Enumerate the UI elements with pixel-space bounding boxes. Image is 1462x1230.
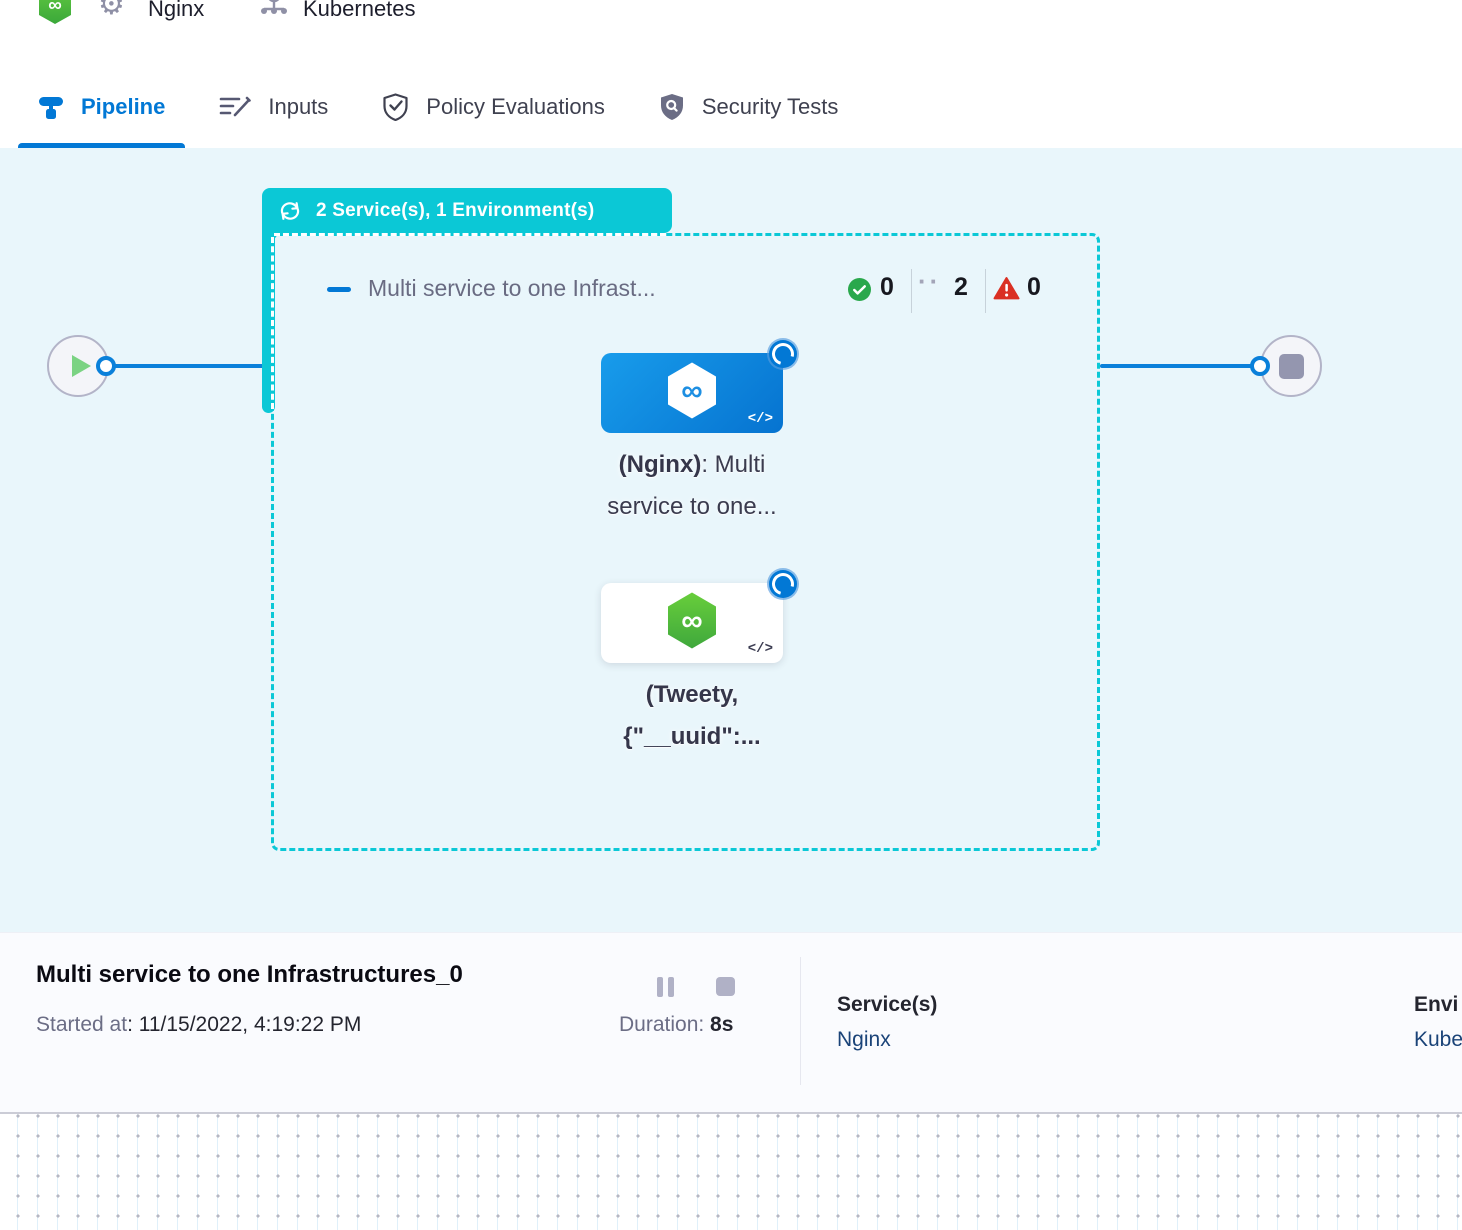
code-icon: </> [747,411,773,427]
abort-button[interactable] [716,977,735,996]
environment-chip-label: Kubernetes [303,0,416,21]
tab-inputs[interactable]: Inputs [199,66,348,148]
service-chip-label: Nginx [148,0,205,21]
gear-icon: ⚙ [98,0,125,21]
running-count-icon: ·· [918,266,942,296]
stage-group-title[interactable]: Multi service to one Infrast... [368,275,656,301]
tab-label: Pipeline [81,94,166,119]
running-spinner-badge [769,570,797,598]
success-count-icon [848,278,871,301]
infinity-glyph: ∞ [48,0,62,16]
end-connector-dot [1250,356,1270,376]
harness-service-icon: ∞ [668,362,716,419]
failed-count-icon [993,277,1020,300]
footer-divider [800,957,801,1085]
tab-label: Security Tests [701,94,839,119]
pause-button[interactable] [668,977,674,997]
stop-icon [1279,354,1304,379]
tab-security-tests[interactable]: Security Tests [639,66,859,148]
tab-pipeline[interactable]: Pipeline [18,66,186,148]
duration-text: Duration: 8s [619,1013,734,1036]
pipeline-end-node [1260,335,1322,397]
execution-title: Multi service to one Infrastructures_0 [36,961,463,988]
inputs-icon [220,96,252,117]
group-border-overlay [274,233,666,236]
services-environments-badge-label: 2 Service(s), 1 Environment(s) [316,199,595,221]
harness-logo-icon: ∞ [39,0,71,24]
tab-bar: Pipeline Inputs Policy Evaluations Secur… [0,66,1462,148]
service-link[interactable]: Nginx [837,1028,891,1051]
infinity-glyph: ∞ [681,375,702,408]
group-border-overlay [271,237,274,409]
running-spinner-badge [769,340,797,368]
execution-summary-bar: Multi service to one Infrastructures_0 S… [0,932,1462,1113]
edge-group-to-end [1100,364,1258,368]
log-canvas-grid [0,1112,1462,1230]
environment-link[interactable]: Kube [1414,1028,1462,1051]
multi-service-stage-group: Multi service to one Infrast... 0 ·· 2 0… [271,233,1100,851]
code-icon: </> [747,641,773,657]
tab-policy-evaluations[interactable]: Policy Evaluations [362,66,625,148]
start-connector-dot [96,356,116,376]
started-at-text: Started at: 11/15/2022, 4:19:22 PM [36,1013,362,1036]
stage-node-tweety-label: (Tweety, {"__uuid":... [623,681,761,750]
security-tests-icon [660,94,683,120]
pipeline-icon [39,97,63,119]
pause-button[interactable] [657,977,663,997]
infinity-glyph: ∞ [681,605,702,638]
environments-column-label: Envi [1414,993,1459,1016]
policy-evaluations-icon [383,93,408,121]
failed-count: 0 [1027,273,1041,301]
success-count: 0 [880,273,894,301]
tab-label: Policy Evaluations [426,94,605,119]
loop-icon [280,201,300,220]
count-divider [911,269,912,313]
running-count: 2 [954,273,968,301]
pipeline-canvas: 2 Service(s), 1 Environment(s) Multi ser… [0,148,1462,932]
kubernetes-icon [261,0,287,14]
stage-node-nginx[interactable]: ∞ </> [601,340,797,433]
edge-start-to-group [106,364,264,368]
collapse-stage-button[interactable] [327,287,351,292]
stage-node-tweety[interactable]: ∞ </> [601,570,797,663]
count-divider [985,269,986,313]
breadcrumb-bar: ∞ ⚙ Nginx Kubernetes [0,0,1462,67]
services-column-label: Service(s) [837,993,938,1016]
services-environments-badge[interactable]: 2 Service(s), 1 Environment(s) [262,188,672,233]
play-icon [72,355,91,377]
tab-label: Inputs [268,94,329,119]
stage-node-nginx-label: (Nginx): Multi service to one... [607,451,777,520]
harness-service-icon: ∞ [668,592,716,649]
